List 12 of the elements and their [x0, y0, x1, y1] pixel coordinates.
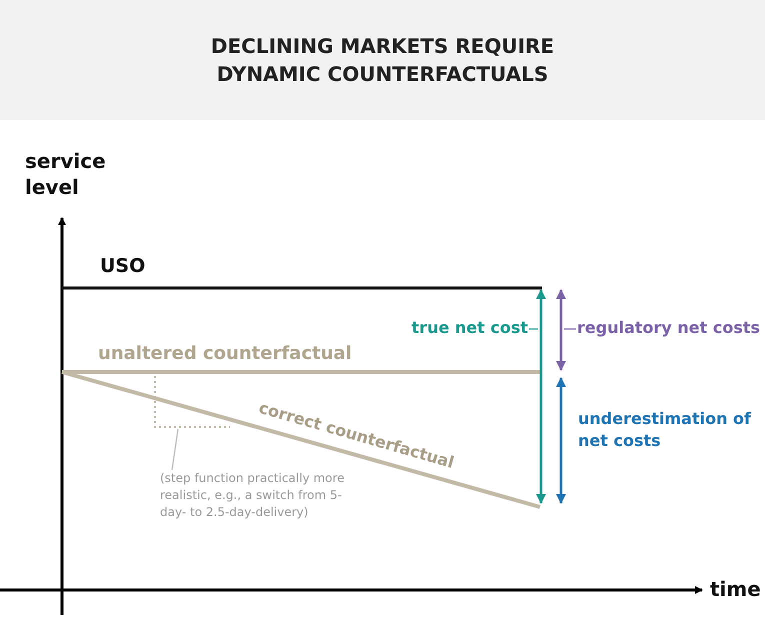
note-text: (step function practically more realistic, e.g., a switch from 5-day- to 2.5-day-delivery) [160, 470, 350, 521]
title: DECLINING MARKETS REQUIRE DYNAMIC COUNTERFACTUALS [210, 33, 556, 88]
leader-line [529, 328, 538, 330]
annotation-text: true net cost [404, 318, 528, 337]
leader-line [171, 428, 179, 470]
annotation-text: regulatory net costs [577, 318, 763, 337]
leader-line [564, 328, 576, 330]
line-label: unaltered counterfactual [98, 343, 352, 364]
line-label: USO [100, 255, 146, 277]
annotation-text: underestimation of net costs [578, 408, 752, 452]
axis-label: time [710, 577, 761, 601]
axis-label: service level [25, 148, 107, 200]
